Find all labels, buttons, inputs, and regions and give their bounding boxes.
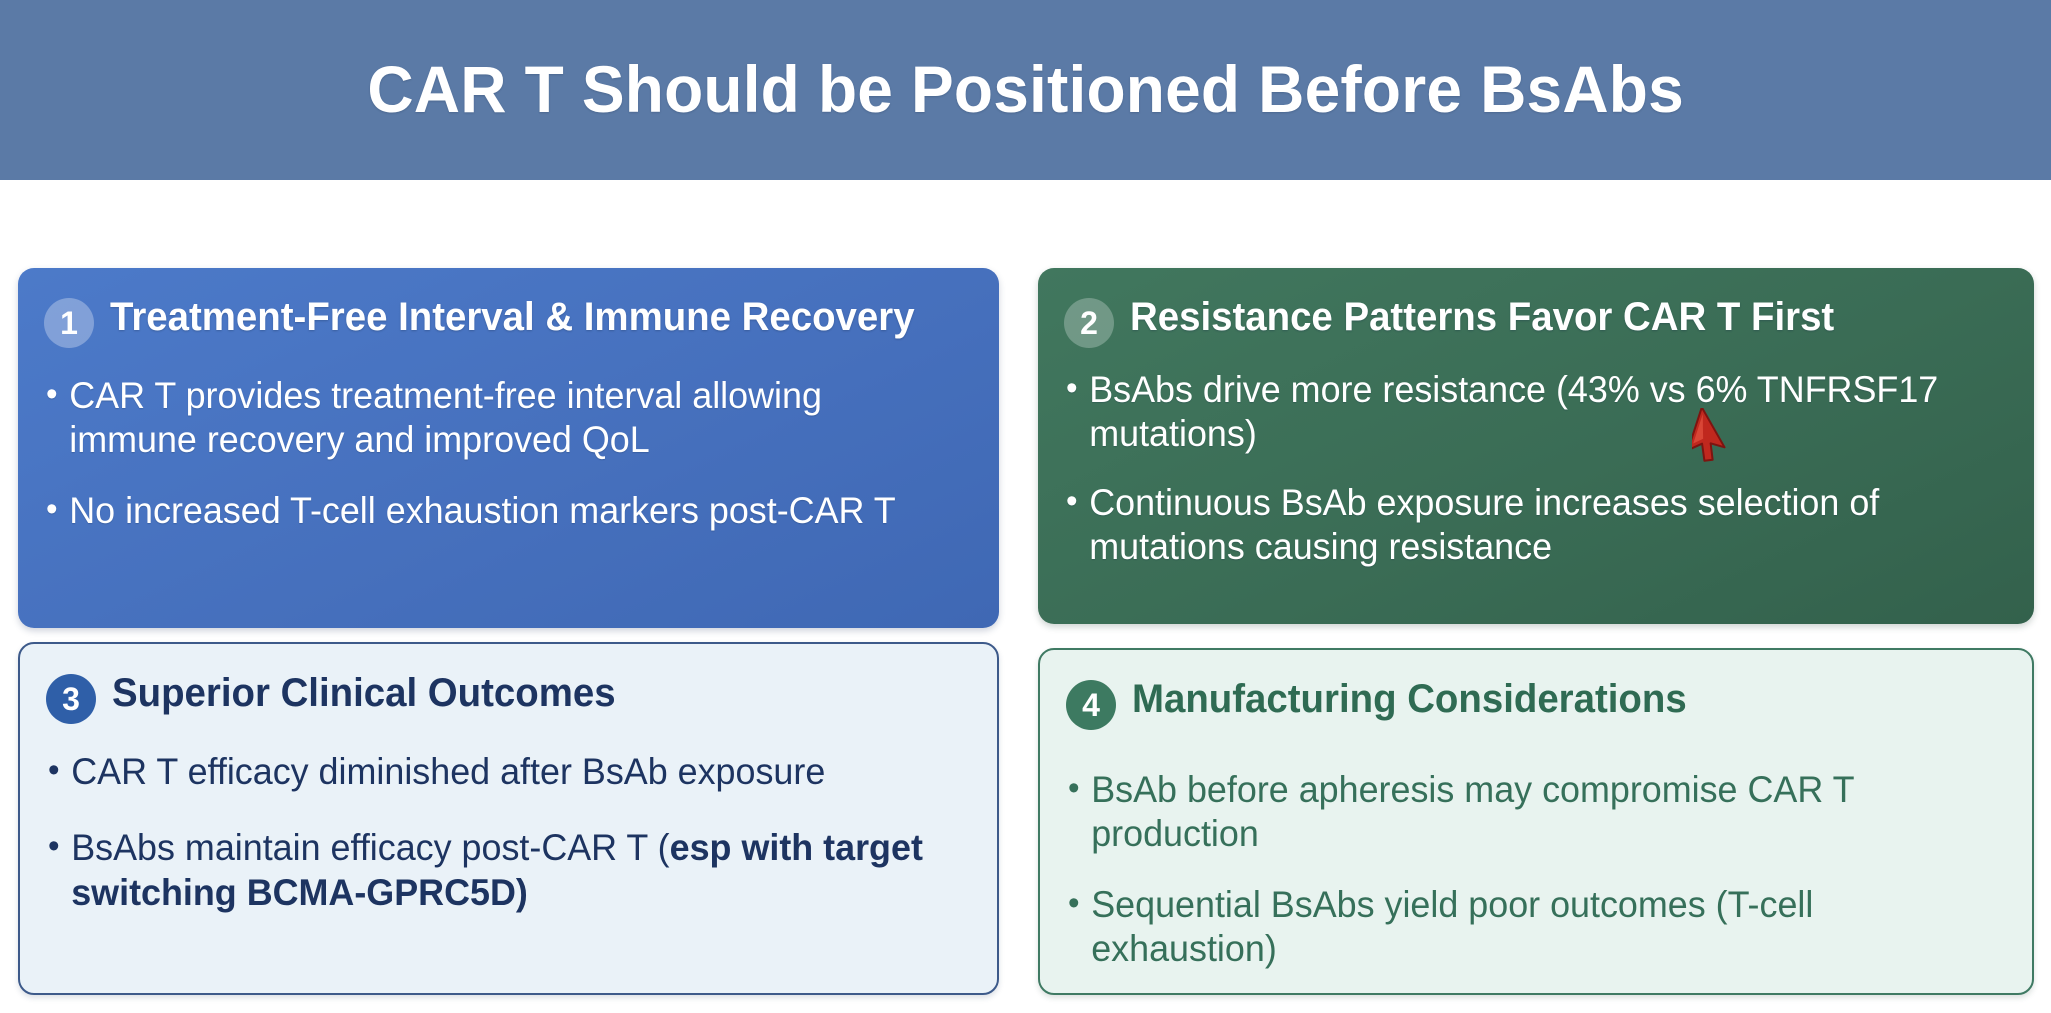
list-item: CAR T provides treatment-free interval a… xyxy=(44,373,941,463)
card-bullet-list: BsAbs drive more resistance (43% vs 6% T… xyxy=(1064,367,2004,570)
card-header: 4 Manufacturing Considerations xyxy=(1066,676,2002,730)
list-item: BsAbs maintain efficacy post-CAR T (esp … xyxy=(46,825,939,915)
card-bullet-list: CAR T provides treatment-free interval a… xyxy=(44,373,969,533)
card-bullet-list: CAR T efficacy diminished after BsAb exp… xyxy=(46,749,967,915)
list-item: Continuous BsAb exposure increases selec… xyxy=(1064,480,1976,570)
card-number-badge-1: 1 xyxy=(44,298,94,348)
slide-header-bar: CAR T Should be Positioned Before BsAbs xyxy=(0,0,2051,180)
card-title: Resistance Patterns Favor CAR T First xyxy=(1130,295,1835,339)
card-number-badge-3: 3 xyxy=(46,674,96,724)
card-manufacturing-considerations[interactable]: 4 Manufacturing Considerations BsAb befo… xyxy=(1038,648,2034,995)
card-title: Superior Clinical Outcomes xyxy=(112,671,616,715)
card-number-badge-2: 2 xyxy=(1064,298,1114,348)
page-title: CAR T Should be Positioned Before BsAbs xyxy=(367,52,1684,127)
card-header: 1 Treatment-Free Interval & Immune Recov… xyxy=(44,294,969,348)
card-treatment-free-interval[interactable]: 1 Treatment-Free Interval & Immune Recov… xyxy=(18,268,999,628)
list-item: BsAb before apheresis may compromise CAR… xyxy=(1066,767,1974,857)
card-number-badge-4: 4 xyxy=(1066,680,1116,730)
list-item: CAR T efficacy diminished after BsAb exp… xyxy=(46,749,939,794)
card-title: Manufacturing Considerations xyxy=(1132,677,1687,721)
list-item: Sequential BsAbs yield poor outcomes (T-… xyxy=(1066,882,1974,972)
list-item: No increased T-cell exhaustion markers p… xyxy=(44,488,941,533)
card-title: Treatment-Free Interval & Immune Recover… xyxy=(110,295,915,339)
card-resistance-patterns[interactable]: 2 Resistance Patterns Favor CAR T First … xyxy=(1038,268,2034,624)
card-header: 3 Superior Clinical Outcomes xyxy=(46,670,967,724)
list-item-text-plain: BsAbs maintain efficacy post-CAR T ( xyxy=(71,827,670,869)
card-bullet-list: BsAb before apheresis may compromise CAR… xyxy=(1066,767,2002,972)
card-grid: 1 Treatment-Free Interval & Immune Recov… xyxy=(18,268,2034,995)
list-item: BsAbs drive more resistance (43% vs 6% T… xyxy=(1064,367,1976,457)
card-superior-clinical-outcomes[interactable]: 3 Superior Clinical Outcomes CAR T effic… xyxy=(18,642,999,995)
list-item-text-emphasis: esp with target switching BCMA-GPRC5D) xyxy=(71,827,923,913)
card-header: 2 Resistance Patterns Favor CAR T First xyxy=(1064,294,2004,348)
